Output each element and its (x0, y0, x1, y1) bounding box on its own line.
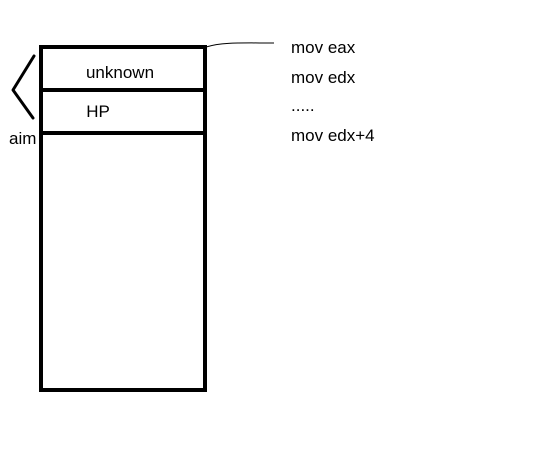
memory-block-outline (39, 45, 207, 392)
aim-pointer-label: aim (9, 129, 37, 148)
code-line: mov edx+4 (291, 126, 375, 145)
stack-cell-label-unknown: unknown (85, 63, 155, 82)
stack-cell-label-hp: HP (86, 102, 110, 121)
code-line: ..... (291, 96, 315, 115)
code-line: mov edx (291, 68, 356, 87)
connector-line (205, 42, 275, 48)
aim-bracket (11, 54, 36, 120)
code-line: mov eax (291, 38, 356, 57)
